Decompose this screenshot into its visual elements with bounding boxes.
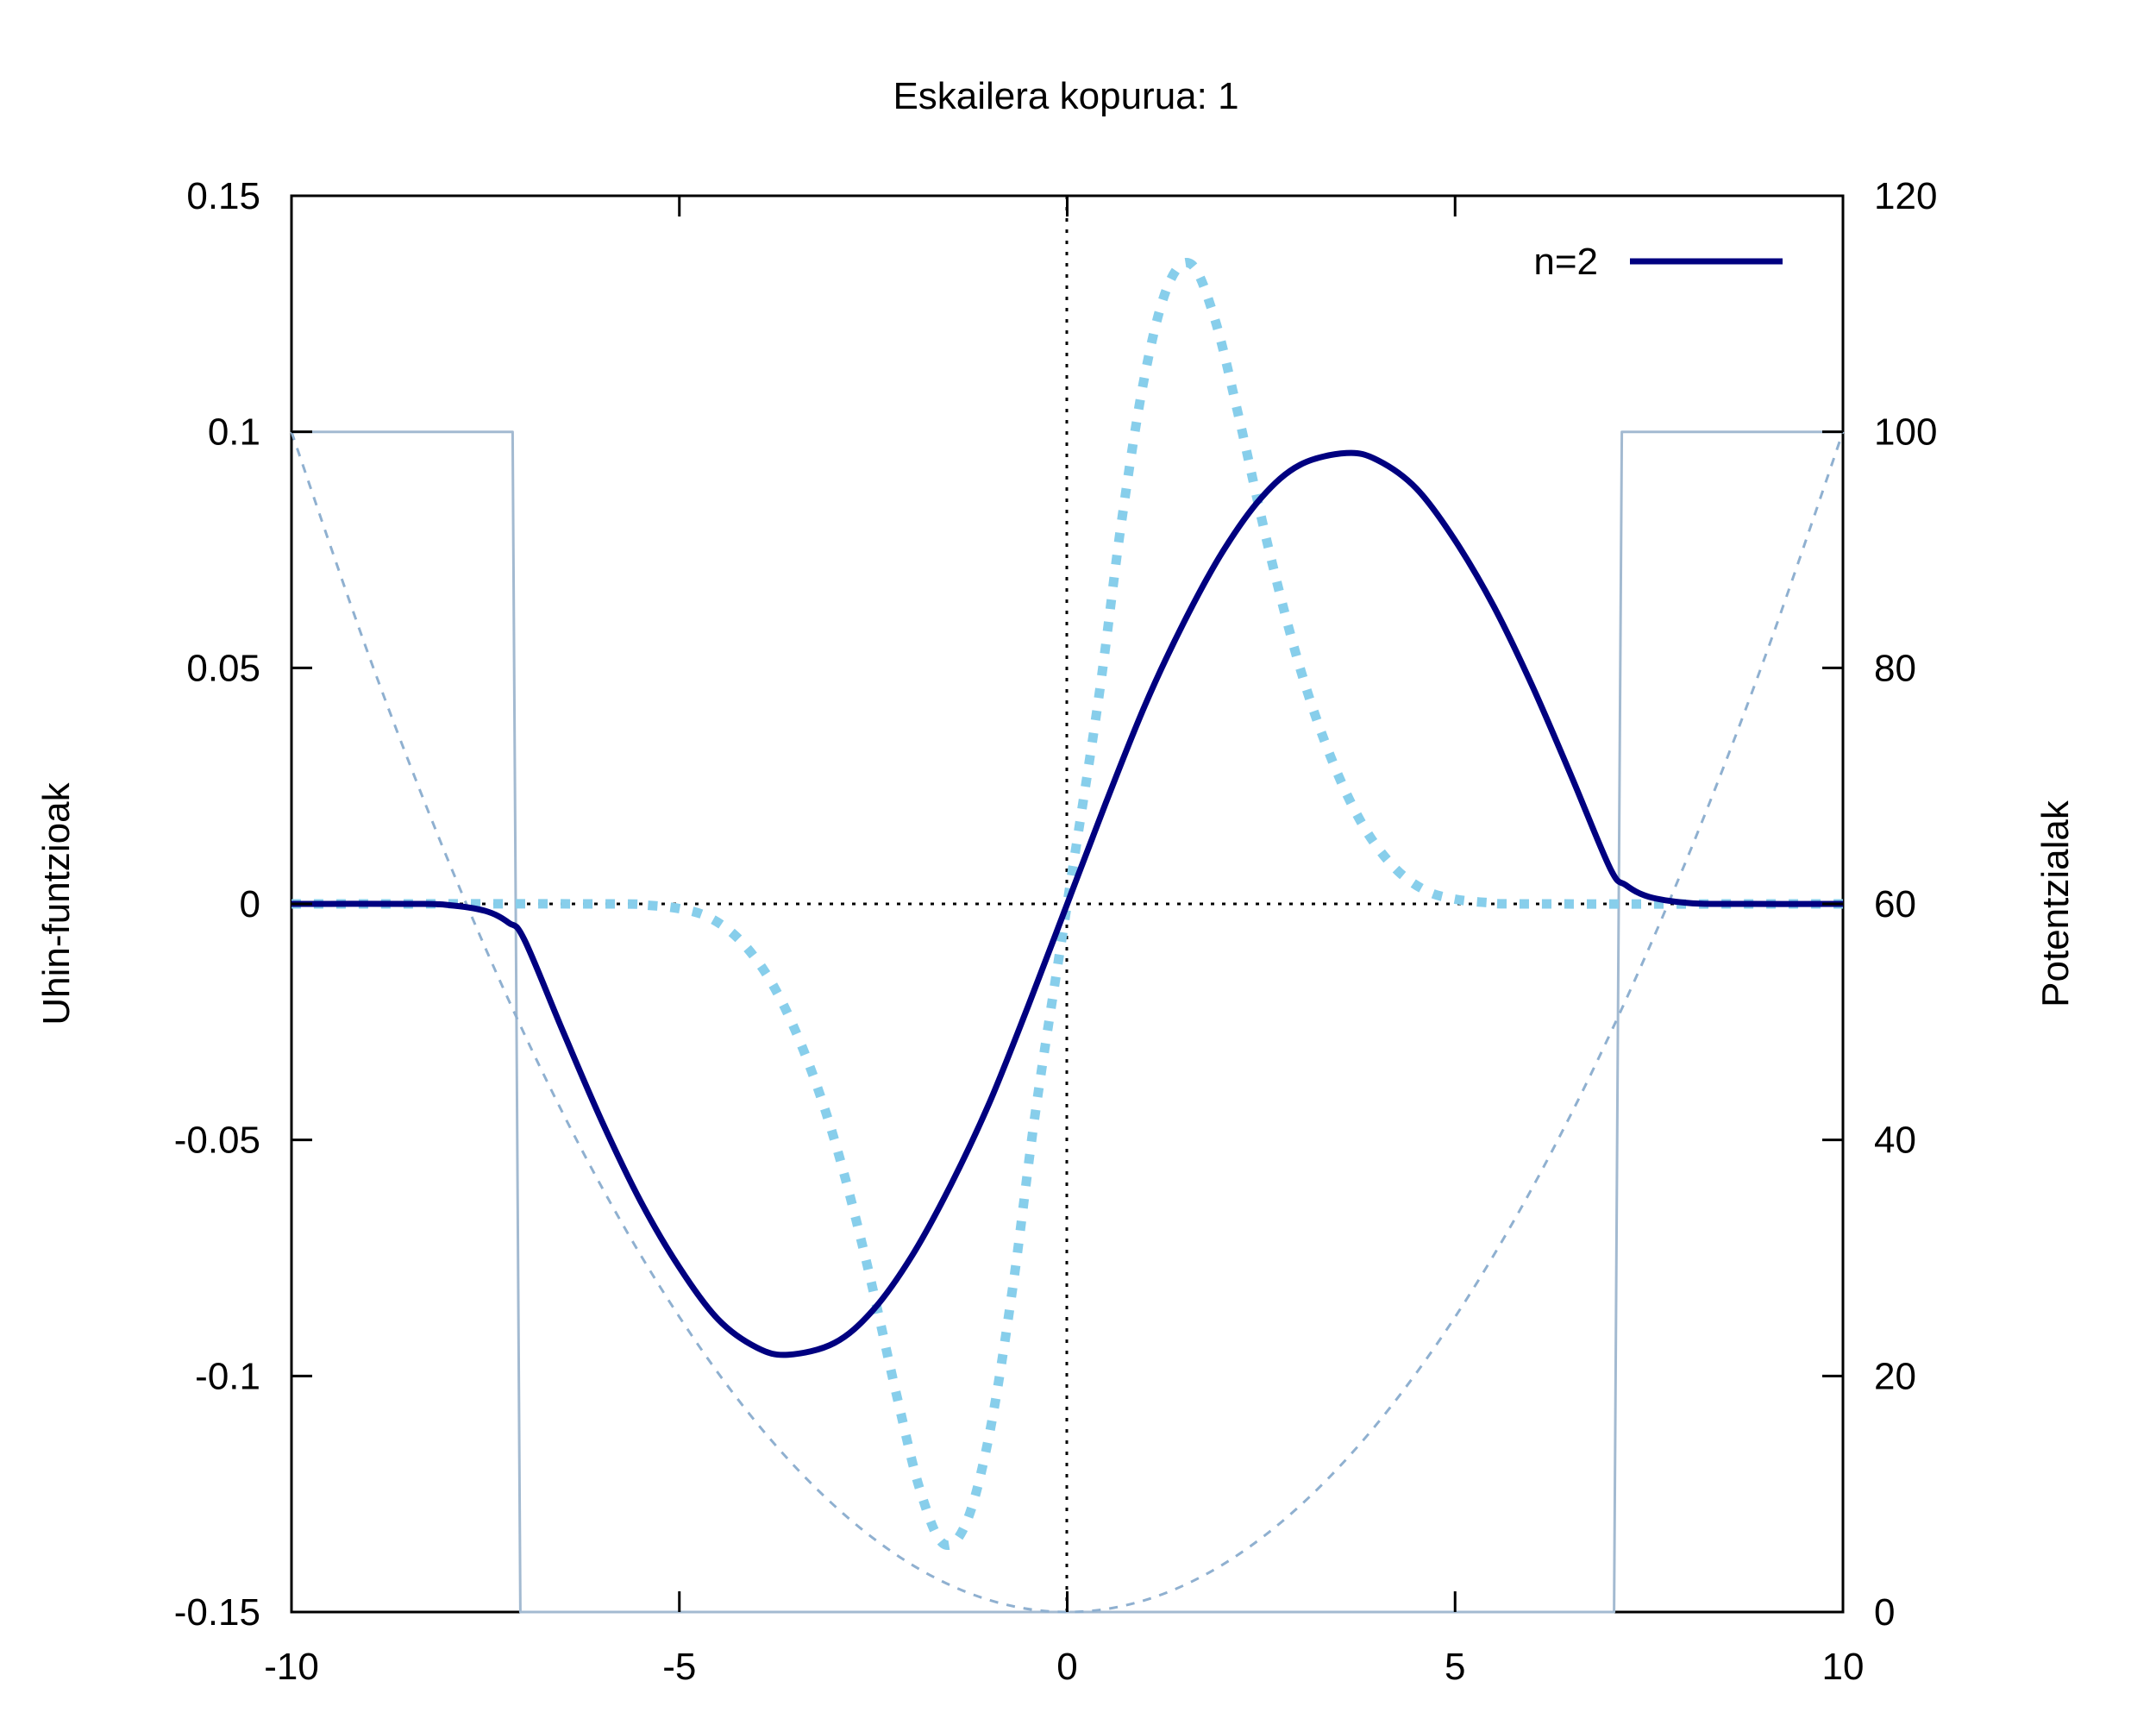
y2-tick-label: 60 (1874, 883, 1916, 925)
y2-tick-label: 100 (1874, 411, 1937, 454)
tick-layer: -10 -5 0 5 10 -0.15 -0.1 -0.05 0 0.05 0.1 0.15 0 20 40… (174, 175, 1938, 1688)
y-tick-label: -0.05 (174, 1120, 260, 1162)
y2-tick-label: 20 (1874, 1355, 1916, 1397)
x-tick-label: 10 (1822, 1646, 1865, 1688)
series-line-n2 (291, 449, 1844, 1358)
y-tick-label: -0.1 (195, 1355, 260, 1397)
x-tick-label: 5 (1445, 1646, 1465, 1688)
legend: n=2 (1533, 241, 1783, 283)
series-line-parabolic-potential (290, 431, 1845, 1614)
series-line-probability-density (291, 258, 1844, 1550)
plot-area: -10 -5 0 5 10 -0.15 -0.1 -0.05 0 0.05 0.1 0.15 0 20 40… (174, 175, 1938, 1688)
y-tick-label: 0.05 (186, 647, 260, 689)
y2-tick-label: 40 (1874, 1120, 1916, 1162)
x-tick-label: -10 (264, 1646, 319, 1688)
y-tick-label: 0 (240, 883, 260, 925)
series-line-square-well-potential (291, 430, 1843, 1614)
y2-tick-label: 120 (1874, 175, 1937, 217)
x-tick-label: 0 (1056, 1646, 1077, 1688)
y-tick-label: 0.1 (208, 411, 260, 454)
chart-title: Eskailera kopurua: 1 (893, 75, 1238, 117)
y-tick-label: -0.15 (174, 1591, 260, 1634)
legend-label-n2: n=2 (1533, 241, 1598, 283)
y-tick-label: 0.15 (186, 175, 260, 217)
y2-tick-label: 80 (1874, 647, 1916, 689)
x-tick-label: -5 (662, 1646, 696, 1688)
y2-tick-label: 0 (1874, 1591, 1895, 1634)
y2-axis-label: Potentzialak (2034, 800, 2077, 1007)
y-axis-label: Uhin-funtzioak (35, 781, 78, 1025)
